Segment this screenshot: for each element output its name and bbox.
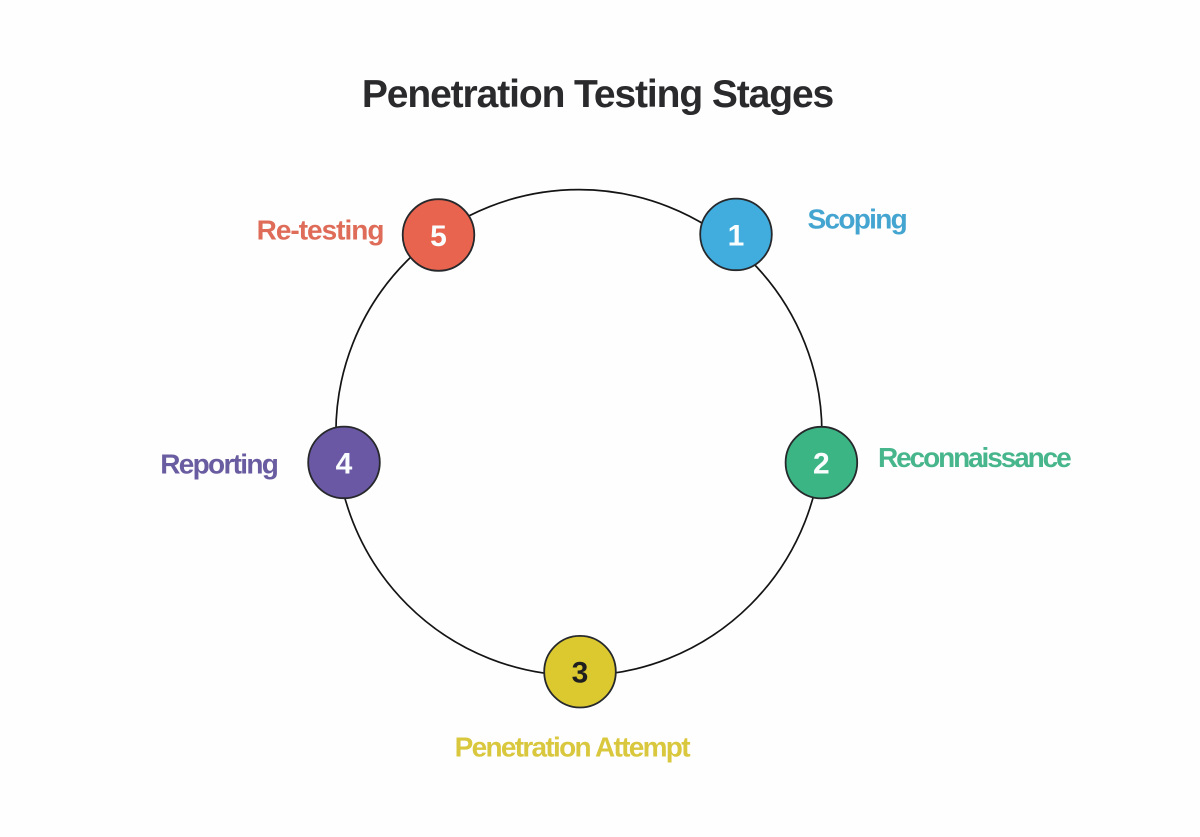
svg-text:Scoping: Scoping <box>808 204 907 235</box>
svg-text:2: 2 <box>813 448 830 481</box>
svg-text:3: 3 <box>572 657 589 690</box>
svg-text:5: 5 <box>430 220 447 253</box>
svg-text:Penetration Testing Stages: Penetration Testing Stages <box>362 73 834 116</box>
svg-text:Re-testing: Re-testing <box>257 214 384 245</box>
svg-text:4: 4 <box>336 447 353 480</box>
svg-text:Penetration Attempt: Penetration Attempt <box>455 732 691 763</box>
svg-text:1: 1 <box>728 219 745 252</box>
svg-text:Reporting: Reporting <box>160 449 278 480</box>
svg-text:Reconnaissance: Reconnaissance <box>878 442 1071 473</box>
